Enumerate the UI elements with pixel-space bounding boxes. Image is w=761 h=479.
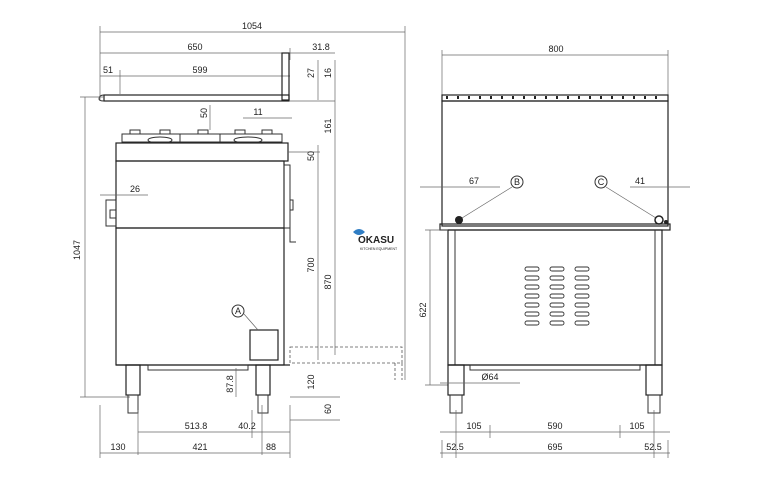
vent-slot — [524, 293, 540, 299]
top-rail-slot — [556, 96, 558, 99]
dim-40-2: 40.2 — [238, 421, 256, 431]
dim-88: 88 — [266, 442, 276, 452]
dim-50-top: 50 — [199, 108, 209, 118]
top-rail-slot — [457, 96, 459, 99]
dim-513-8: 513.8 — [185, 421, 208, 431]
top-rail-slot — [501, 96, 503, 99]
dim-width-800: 800 — [548, 44, 563, 54]
dim-52-5-left: 52.5 — [446, 442, 464, 452]
dim-870: 870 — [323, 274, 333, 289]
top-rail-slot — [611, 96, 613, 99]
dim-590: 590 — [547, 421, 562, 431]
dim-421: 421 — [192, 442, 207, 452]
dim-height-622: 622 — [418, 302, 428, 317]
dim-599: 599 — [192, 65, 207, 75]
dim-total-width: 1054 — [242, 21, 262, 31]
dim-130: 130 — [110, 442, 125, 452]
vent-slot — [524, 302, 540, 308]
vent-slot — [549, 311, 565, 317]
top-rail-slot — [655, 96, 657, 99]
top-rail-slot — [534, 96, 536, 99]
dim-695: 695 — [547, 442, 562, 452]
vent-slot — [574, 311, 590, 317]
top-rail-slot — [523, 96, 525, 99]
dim-50-mid: 50 — [306, 151, 316, 161]
vent-slot — [574, 284, 590, 290]
dim-depth-650: 650 — [187, 42, 202, 52]
vent-slot — [549, 275, 565, 281]
vent-slot — [574, 266, 590, 272]
top-rail-slot — [479, 96, 481, 99]
vent-slot — [549, 293, 565, 299]
vent-slot — [549, 302, 565, 308]
vent-slot — [524, 266, 540, 272]
top-rail-slot — [644, 96, 646, 99]
dim-161: 161 — [323, 118, 333, 133]
top-rail-slot — [490, 96, 492, 99]
vent-slot — [524, 320, 540, 326]
vent-slot — [574, 320, 590, 326]
label-b: B — [514, 177, 520, 187]
top-rail-slot — [512, 96, 514, 99]
top-rail-slot — [578, 96, 580, 99]
top-rail-slot — [633, 96, 635, 99]
dim-52-5-right: 52.5 — [644, 442, 662, 452]
dim-16: 16 — [323, 68, 333, 78]
dim-700: 700 — [306, 257, 316, 272]
top-rail-slot — [600, 96, 602, 99]
dim-105-left: 105 — [466, 421, 481, 431]
top-rail-slot — [545, 96, 547, 99]
top-rail-slot — [567, 96, 569, 99]
oven-vents — [524, 266, 590, 326]
label-c: C — [598, 177, 605, 187]
watermark-brand: OKASU — [358, 235, 394, 246]
dim-26: 26 — [130, 184, 140, 194]
side-view: 1054 650 31.8 51 599 27 16 161 50 11 — [72, 21, 406, 458]
label-a: A — [235, 306, 241, 316]
dim-87-8: 87.8 — [225, 375, 235, 393]
vent-slot — [524, 275, 540, 281]
vent-slot — [574, 293, 590, 299]
dim-height-1047: 1047 — [72, 240, 82, 260]
vent-slot — [549, 320, 565, 326]
top-rail-slot — [468, 96, 470, 99]
dim-120: 120 — [306, 374, 316, 389]
front-view: 800 67 41 B C 622 — [418, 44, 690, 458]
dim-31-8: 31.8 — [312, 42, 330, 52]
dim-60: 60 — [323, 404, 333, 414]
okasu-watermark: OKASU KITCHEN EQUIPMENT — [353, 229, 398, 251]
top-rail-slot — [589, 96, 591, 99]
vent-slot — [574, 275, 590, 281]
dim-11: 11 — [253, 107, 262, 117]
dim-diameter-64: Ø64 — [481, 372, 498, 382]
dim-41: 41 — [635, 176, 645, 186]
top-vents — [446, 96, 657, 99]
watermark-tagline: KITCHEN EQUIPMENT — [360, 247, 398, 251]
vent-slot — [524, 284, 540, 290]
vent-slot — [524, 311, 540, 317]
vent-slot — [549, 284, 565, 290]
dim-51: 51 — [103, 65, 113, 75]
burners — [121, 129, 283, 144]
dim-27: 27 — [306, 68, 316, 78]
vent-slot — [549, 266, 565, 272]
top-rail-slot — [446, 96, 448, 99]
vent-slot — [574, 302, 590, 308]
top-rail-slot — [622, 96, 624, 99]
dim-105-right: 105 — [629, 421, 644, 431]
dim-67: 67 — [469, 176, 479, 186]
